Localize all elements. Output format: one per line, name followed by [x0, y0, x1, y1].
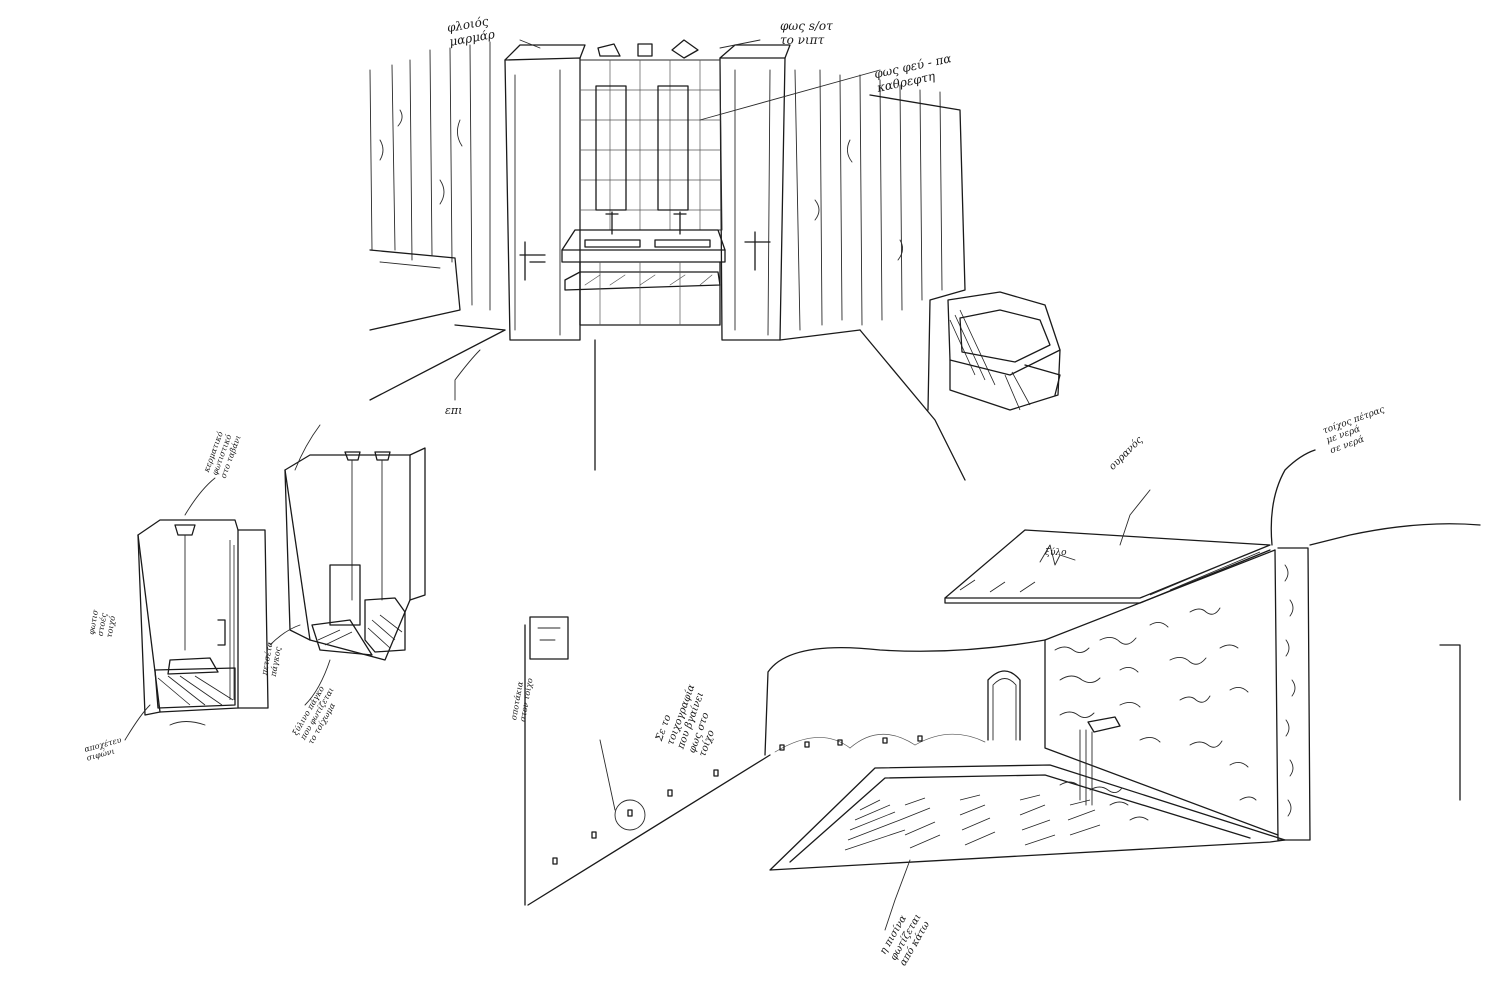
note-pool-roof: ξύλο: [1045, 548, 1067, 558]
note-floor: επι: [445, 404, 463, 417]
shower-sketch: [124, 424, 426, 741]
pool-sketch: [524, 449, 1481, 931]
vanity-sketch: [369, 39, 1061, 481]
